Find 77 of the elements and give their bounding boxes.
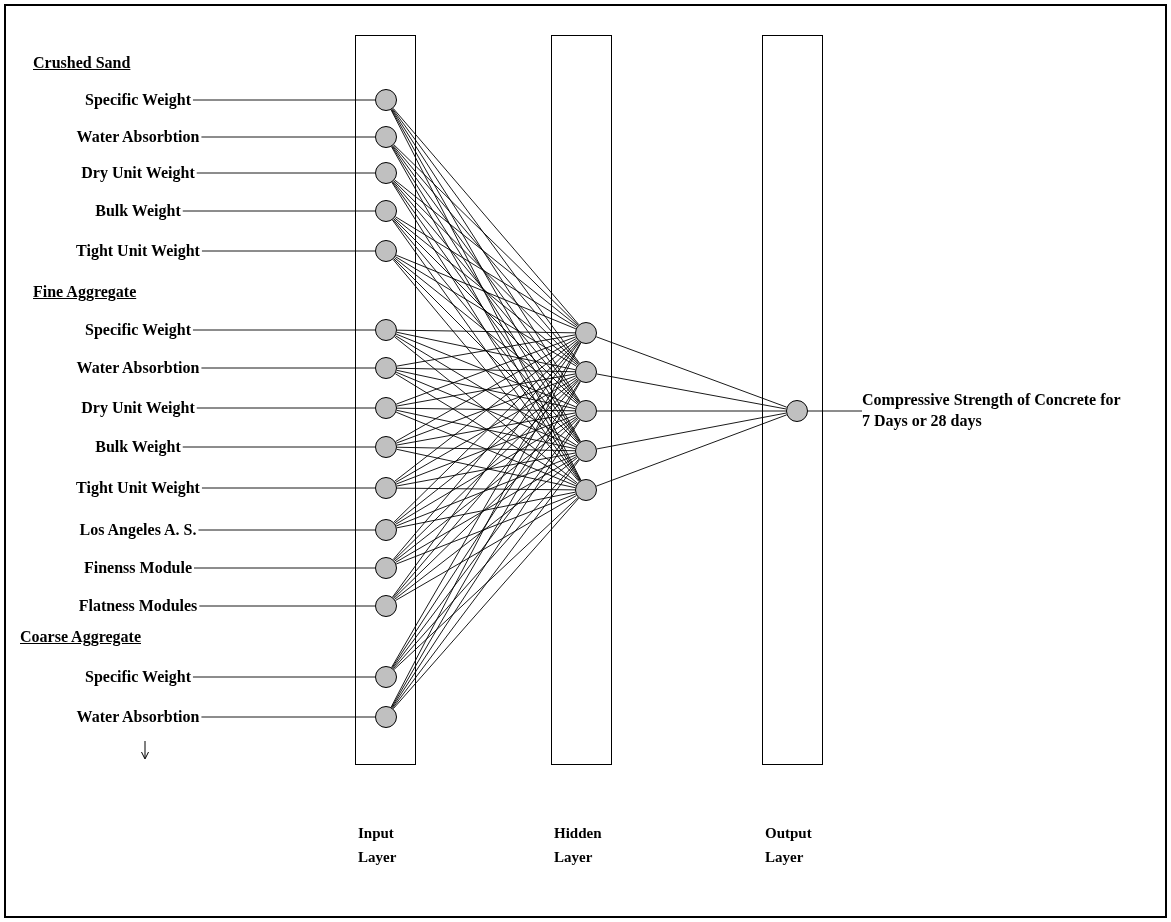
group-heading: Crushed Sand — [33, 53, 131, 73]
connection-line — [200, 136, 376, 138]
input-label: Dry Unit Weight — [81, 162, 195, 184]
input-label: Bulk Weight — [95, 200, 181, 222]
connection-line — [394, 179, 578, 327]
connection-line — [196, 407, 376, 409]
connection-line — [807, 410, 863, 412]
connection-line — [393, 379, 579, 561]
connection-line — [393, 340, 579, 523]
input-label: Los Angeles A. S. — [79, 519, 197, 541]
connection-line — [193, 567, 376, 569]
connection-line — [396, 487, 576, 491]
connection-line — [395, 416, 577, 525]
connection-line — [392, 219, 580, 443]
connection-line — [393, 497, 579, 670]
connection-line — [394, 378, 578, 524]
input-label: Specific Weight — [85, 319, 191, 341]
connection-line — [196, 172, 376, 174]
connection-line — [396, 329, 576, 334]
connection-line — [393, 418, 579, 599]
input-label: Tight Unit Weight — [76, 240, 200, 262]
connection-line — [395, 454, 577, 527]
connection-line — [393, 218, 579, 404]
input-label: Water Absorbtion — [76, 357, 200, 379]
connection-line — [395, 495, 577, 601]
connection-line — [396, 407, 576, 412]
input-label: Specific Weight — [85, 89, 191, 111]
connection-line — [182, 446, 376, 448]
connection-line — [201, 487, 376, 489]
input-label: Bulk Weight — [95, 436, 181, 458]
connection-line — [596, 373, 787, 410]
connection-line — [393, 258, 579, 444]
layer-label: Input Layer — [358, 824, 398, 867]
connection-line — [393, 144, 579, 326]
connection-line — [394, 257, 578, 405]
connection-line — [596, 412, 787, 450]
connection-line — [396, 446, 576, 452]
connection-line — [392, 379, 580, 599]
input-label: Dry Unit Weight — [81, 397, 195, 419]
connection-line — [192, 329, 376, 331]
connection-line — [392, 497, 580, 710]
connection-line — [394, 216, 578, 328]
connection-line — [198, 529, 376, 531]
connection-line — [201, 250, 376, 252]
connection-line — [395, 456, 577, 563]
input-label: Flatness Modules — [78, 595, 198, 617]
connection-line — [595, 414, 788, 487]
connection-line — [192, 99, 376, 101]
connection-line — [394, 417, 578, 562]
group-heading: Fine Aggregate — [33, 282, 137, 303]
layer-label: Hidden Layer — [554, 824, 603, 867]
connection-line — [392, 259, 580, 482]
connection-line — [395, 254, 577, 330]
input-label: Water Absorbtion — [76, 706, 200, 728]
connection-line — [394, 217, 578, 366]
connection-line — [396, 491, 576, 529]
layer-label: Output Layer — [765, 824, 813, 867]
connection-line — [595, 336, 788, 408]
connection-line — [198, 605, 376, 607]
connection-line — [394, 256, 578, 367]
group-heading: Coarse Aggregate — [20, 627, 141, 648]
connection-line — [392, 458, 580, 670]
input-label: Water Absorbtion — [76, 126, 200, 148]
input-label: Finenss Module — [84, 557, 192, 579]
output-label: Compressive Strength of Concrete for 7 Days or 28 days — [862, 389, 1122, 433]
connection-line — [395, 493, 577, 565]
connection-line — [596, 410, 787, 412]
connection-line — [182, 210, 376, 212]
connection-line — [396, 367, 576, 373]
connection-line — [392, 107, 580, 326]
connection-line — [393, 180, 579, 365]
connection-line — [200, 716, 376, 718]
input-label: Specific Weight — [85, 666, 191, 688]
input-label: Tight Unit Weight — [76, 477, 200, 499]
connection-line — [192, 676, 376, 678]
connection-line — [200, 367, 376, 369]
connection-line — [394, 457, 578, 600]
